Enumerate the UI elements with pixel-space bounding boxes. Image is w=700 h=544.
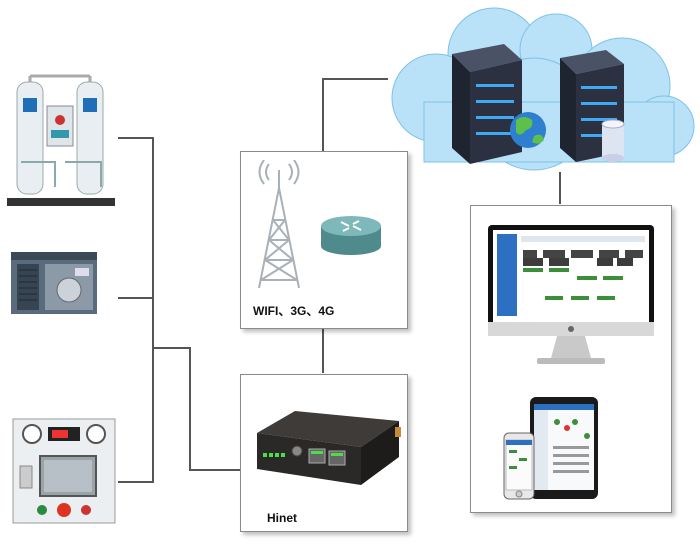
equipment-to-gateway-line [153,347,240,471]
signal-tower-icon [258,160,300,289]
wireless-label: WIFI、3G、4G [253,304,335,318]
desktop-monitor-icon [488,225,654,364]
database-icon [601,119,625,162]
control-panel [12,418,116,524]
air-compressor-icon [11,252,97,314]
nitrogen-generator [5,62,117,210]
wired-gateway-box: Hinet [240,374,408,532]
server-icon [452,44,522,164]
air-compressor [9,246,99,318]
smartphone-icon [503,432,535,500]
wireless-network-box: WIFI、3G、4G [240,151,408,329]
control-panel-icon [12,418,116,524]
equipment-trunk-line [118,137,154,483]
router-icon [321,216,381,255]
cloud-icon [391,7,695,171]
terminals-box [470,205,672,513]
wireless-to-cloud-line [322,78,388,151]
tablet-icon [530,397,598,499]
nitrogen-generator-icon [7,74,115,206]
globe-icon [510,112,546,148]
cloud-platform [384,2,696,186]
wired-label: Hinet [267,511,297,525]
industrial-gateway-icon [257,411,401,485]
